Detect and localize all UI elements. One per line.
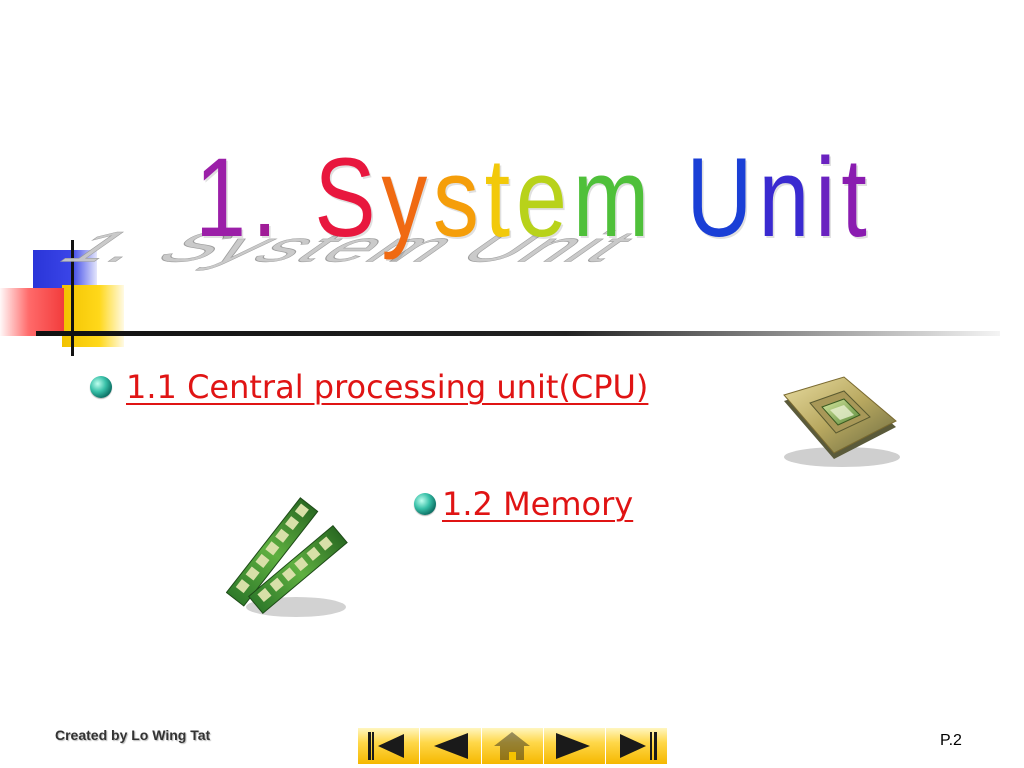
bullet-icon	[414, 493, 436, 515]
next-icon	[556, 733, 590, 759]
title-char	[283, 142, 314, 254]
title-char: y	[381, 135, 434, 260]
cpu-link[interactable]: 1.1 Central processing unit(CPU)	[126, 368, 649, 406]
bullet-icon	[90, 376, 112, 398]
slide-title: 1. System Unit 1. System Unit	[41, 142, 895, 325]
title-char: i	[815, 135, 842, 260]
vertical-rule	[71, 240, 74, 356]
title-char: m	[572, 135, 655, 260]
bullet-item-memory: 1.2 Memory	[414, 485, 633, 523]
last-slide-button[interactable]	[606, 728, 667, 764]
home-icon	[494, 732, 530, 760]
title-char: s	[433, 135, 485, 260]
previous-slide-button[interactable]	[420, 728, 481, 764]
title-char: .	[251, 135, 284, 260]
memory-sticks-image	[226, 497, 348, 617]
red-square	[0, 288, 64, 336]
title-text: 1. System Unit	[195, 142, 873, 254]
bullet-item-cpu: 1.1 Central processing unit(CPU)	[90, 368, 648, 406]
next-slide-button[interactable]	[544, 728, 605, 764]
title-char: t	[841, 135, 873, 260]
slide-navigation	[358, 728, 668, 764]
home-button[interactable]	[482, 728, 543, 764]
page-number: P.2	[940, 732, 962, 749]
horizontal-rule	[36, 331, 1000, 336]
decorative-squares	[0, 230, 1000, 360]
cpu-chip-image	[783, 376, 900, 467]
memory-link[interactable]: 1.2 Memory	[442, 485, 634, 523]
title-char: S	[314, 135, 382, 260]
previous-icon	[434, 733, 468, 759]
title-char: U	[686, 135, 759, 260]
first-icon	[368, 732, 404, 760]
title-char: n	[758, 135, 816, 260]
title-char: e	[515, 135, 573, 260]
author-credit: Created by Lo Wing Tat	[55, 727, 211, 743]
title-char	[655, 142, 686, 254]
title-char: t	[484, 135, 516, 260]
title-char: 1	[195, 135, 252, 260]
first-slide-button[interactable]	[358, 728, 419, 764]
last-icon	[620, 732, 657, 760]
